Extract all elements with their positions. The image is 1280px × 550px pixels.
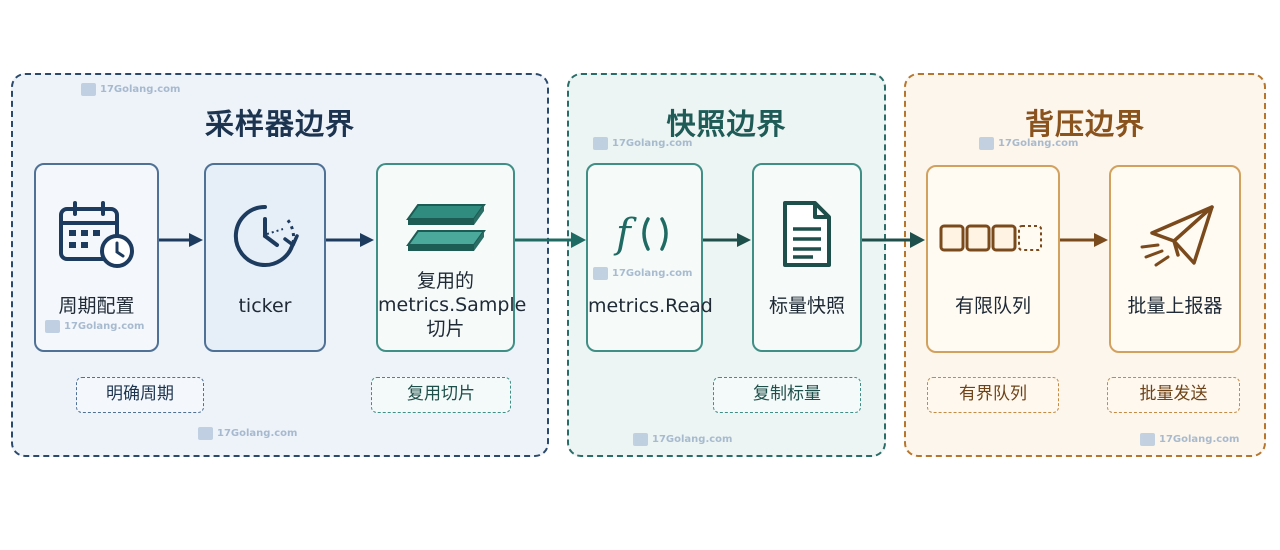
arrow-ticker-to-slice — [326, 233, 374, 247]
watermark-logo-icon — [633, 433, 648, 446]
explicit-period-tag: 明确周期 — [76, 377, 204, 413]
watermark-logo-icon — [198, 427, 213, 440]
watermark: 17Golang.com — [593, 267, 692, 280]
scalar-snapshot-label: 标量快照 — [768, 295, 845, 317]
document-icon — [783, 201, 831, 267]
function-icon: f — [613, 211, 668, 257]
watermark: 17Golang.com — [198, 427, 297, 440]
reused-label-line3: 切片 — [426, 318, 465, 340]
queue-slots-icon — [939, 224, 1042, 252]
watermark-logo-icon — [979, 137, 994, 150]
period-config-label: 周期配置 — [58, 295, 135, 317]
reused-label-line1: 复用的 — [416, 270, 474, 292]
metrics-read-node: f metrics.Read — [586, 163, 713, 352]
scalar-snapshot-node: 标量快照 — [752, 163, 862, 352]
watermark-logo-icon — [45, 320, 60, 333]
watermark-logo-icon — [1140, 433, 1155, 446]
backpressure-boundary-title: 背压边界 — [1024, 107, 1145, 141]
ticker-label: ticker — [238, 295, 292, 317]
reused-label-line2: metrics.Sample — [378, 294, 527, 316]
watermark: 17Golang.com — [633, 433, 732, 446]
arrow-snapshot-to-queue — [862, 232, 925, 248]
stacked-layers-icon — [405, 204, 486, 251]
watermark: 17Golang.com — [45, 320, 144, 333]
copy-scalar-tag: 复制标量 — [713, 377, 861, 413]
bounded-queue-label: 有限队列 — [954, 295, 1031, 317]
batch-reporter-node: 批量上报器 — [1109, 165, 1241, 353]
arrow-slice-to-read — [515, 232, 586, 248]
snapshot-boundary-title: 快照边界 — [666, 107, 787, 141]
paper-plane-icon — [1140, 205, 1214, 267]
watermark-logo-icon — [81, 83, 96, 96]
watermark-logo-icon — [593, 267, 608, 280]
svg-text:f: f — [613, 211, 637, 257]
batch-send-tag: 批量发送 — [1107, 377, 1240, 413]
bounded-queue-node: 有限队列 — [926, 165, 1060, 353]
watermark: 17Golang.com — [1140, 433, 1239, 446]
sampler-boundary-title: 采样器边界 — [204, 107, 355, 141]
batch-reporter-label: 批量上报器 — [1127, 295, 1223, 317]
arrow-config-to-ticker — [159, 233, 203, 247]
watermark-logo-icon — [593, 137, 608, 150]
metrics-read-label: metrics.Read — [588, 295, 713, 317]
calendar-clock-icon — [58, 201, 134, 268]
arrow-read-to-snapshot — [703, 233, 751, 247]
reuse-slice-tag: 复用切片 — [371, 377, 511, 413]
watermark: 17Golang.com — [81, 83, 180, 96]
bounded-queue-tag: 有界队列 — [927, 377, 1059, 413]
arrow-queue-to-reporter — [1060, 233, 1108, 247]
ticker-node: ticker — [204, 163, 326, 352]
watermark: 17Golang.com — [593, 137, 692, 150]
reused-sample-slice-node: 复用的 metrics.Sample 切片 — [376, 163, 527, 352]
clock-refresh-icon — [233, 204, 299, 267]
watermark: 17Golang.com — [979, 137, 1078, 150]
